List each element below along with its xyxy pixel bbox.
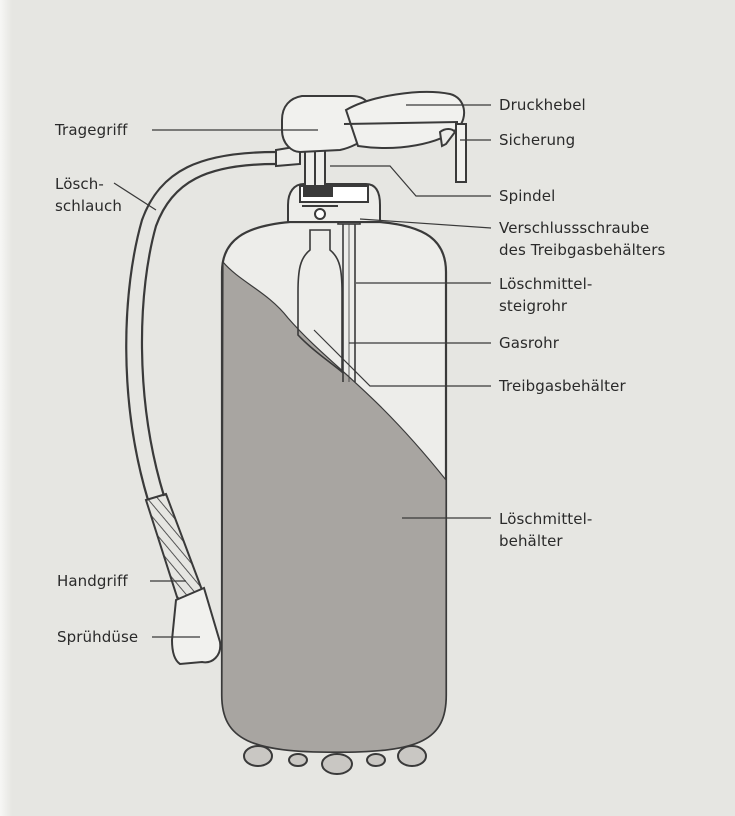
handgrip (146, 494, 202, 600)
label-verschlussschraube: Verschlussschraube des Treibgasbehälters (499, 217, 665, 261)
label-tragegriff: Tragegriff (55, 119, 127, 141)
label-sicherung: Sicherung (499, 129, 575, 151)
label-gasrohr: Gasrohr (499, 332, 559, 354)
label-treibgasbehaelter: Treibgasbehälter (499, 375, 626, 397)
label-loeschmittelbehaelter: Löschmittel- behälter (499, 508, 592, 552)
spray-nozzle (172, 588, 220, 664)
label-loeschmittel-steigrohr: Löschmittel- steigrohr (499, 273, 592, 317)
valve-block (288, 184, 380, 222)
label-handgriff: Handgriff (57, 570, 128, 592)
label-spruehduese: Sprühdüse (57, 626, 138, 648)
label-loeschschlauch: Lösch- schlauch (55, 173, 122, 217)
label-druckhebel: Druckhebel (499, 94, 586, 116)
label-spindel: Spindel (499, 185, 555, 207)
